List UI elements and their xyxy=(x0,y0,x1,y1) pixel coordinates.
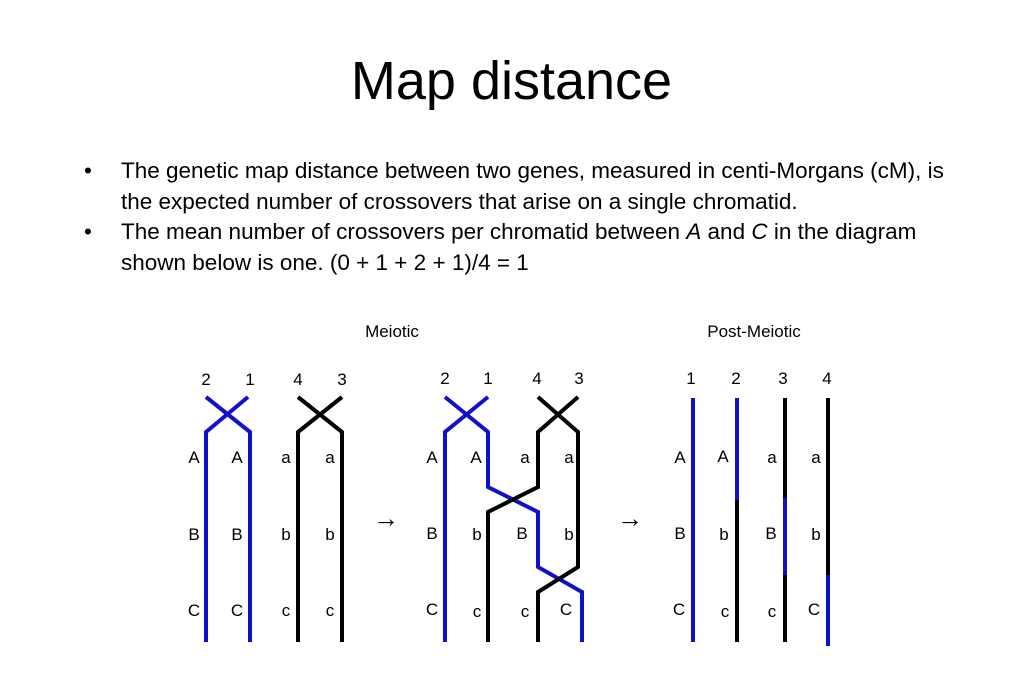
strand-chromatid-1 xyxy=(443,395,584,642)
bullet-text: and xyxy=(701,219,752,244)
allele-label: b xyxy=(719,525,728,544)
allele-label: A xyxy=(188,448,200,467)
allele-label: C xyxy=(426,600,438,619)
allele-label: C xyxy=(188,601,200,620)
allele-label: a xyxy=(520,448,530,467)
strand-chromatid-3 xyxy=(536,395,580,642)
panel-2-labels: 2 1 4 3 A A a a B b B b C c c C xyxy=(426,369,584,621)
panel-1-labels: 2 1 4 3 A A a a B B b b C C c c xyxy=(188,370,347,620)
strand-chromatid-4 xyxy=(296,395,344,642)
arrow-right-icon: → xyxy=(373,503,399,533)
bullet-text: The genetic map distance between two gen… xyxy=(121,158,944,214)
chromatid-number: 1 xyxy=(245,370,254,389)
allele-label: c xyxy=(282,601,291,620)
allele-label: b xyxy=(325,525,334,544)
bullet-text: in the diagram shown below is one. (0 + … xyxy=(121,219,917,275)
allele-label: c xyxy=(473,602,482,621)
allele-label: B xyxy=(231,525,242,544)
allele-label: C xyxy=(231,601,243,620)
allele-label: a xyxy=(325,448,335,467)
chromatid-number: 4 xyxy=(822,369,831,388)
strand-chromatid-2 xyxy=(204,395,250,642)
chromatid-number: 3 xyxy=(778,369,787,388)
allele-label: B xyxy=(516,524,527,543)
allele-label: B xyxy=(426,524,437,543)
slide-title: Map distance xyxy=(350,51,673,111)
bullet-text: The mean number of crossovers per chroma… xyxy=(121,219,687,244)
allele-label: B xyxy=(765,524,776,543)
allele-label: b xyxy=(564,525,573,544)
bullet-item-2: • The mean number of crossovers per chro… xyxy=(84,217,964,278)
allele-label: a xyxy=(767,448,777,467)
allele-label: b xyxy=(472,525,481,544)
allele-label: c xyxy=(521,602,530,621)
allele-label: A xyxy=(231,448,243,467)
strand-chromatid-2 xyxy=(443,395,490,642)
panel-2-strands xyxy=(443,395,584,642)
bullet-dot: • xyxy=(84,158,92,183)
allele-label: A xyxy=(470,448,482,467)
bullet-dot: • xyxy=(84,219,92,244)
allele-label: B xyxy=(674,524,685,543)
allele-label: a xyxy=(281,448,291,467)
allele-label: b xyxy=(281,525,290,544)
panel-3-labels: 1 2 3 4 A A a a B b B b C c c C xyxy=(673,369,832,621)
chromatid-number: 4 xyxy=(532,369,541,388)
header-meiotic: Meiotic xyxy=(365,322,419,341)
allele-label: A xyxy=(674,448,686,467)
allele-label: c xyxy=(326,601,335,620)
chromatid-number: 3 xyxy=(574,369,583,388)
strand-chromatid-4 xyxy=(486,395,580,642)
strand-chromatid-3 xyxy=(296,395,344,642)
allele-label: a xyxy=(564,448,574,467)
panel-1-strands xyxy=(204,395,344,642)
allele-label: c xyxy=(721,602,730,621)
allele-label: C xyxy=(808,600,820,619)
bullet-list: • The genetic map distance between two g… xyxy=(84,156,964,278)
chromatid-number: 2 xyxy=(440,369,449,388)
allele-label: C xyxy=(560,600,572,619)
allele-label: c xyxy=(768,602,777,621)
panel-3-strands xyxy=(691,398,830,646)
allele-label: C xyxy=(673,600,685,619)
allele-label: B xyxy=(188,525,199,544)
chromatid-number: 4 xyxy=(293,370,302,389)
strand-chromatid-1 xyxy=(204,395,252,642)
allele-label: A xyxy=(426,448,438,467)
gene-a-italic: A xyxy=(686,219,702,244)
chromatid-number: 1 xyxy=(483,369,492,388)
allele-label: A xyxy=(717,447,729,466)
chromatid-number: 2 xyxy=(201,370,210,389)
chromatid-number: 3 xyxy=(337,370,346,389)
arrow-right-icon: → xyxy=(617,503,643,533)
bullet-item-1: • The genetic map distance between two g… xyxy=(84,156,964,217)
gene-c-italic: C xyxy=(751,219,768,244)
chromatid-number: 2 xyxy=(731,369,740,388)
chromatid-number: 1 xyxy=(686,369,695,388)
header-post-meiotic: Post-Meiotic xyxy=(707,322,801,341)
allele-label: a xyxy=(811,448,821,467)
allele-label: b xyxy=(811,525,820,544)
